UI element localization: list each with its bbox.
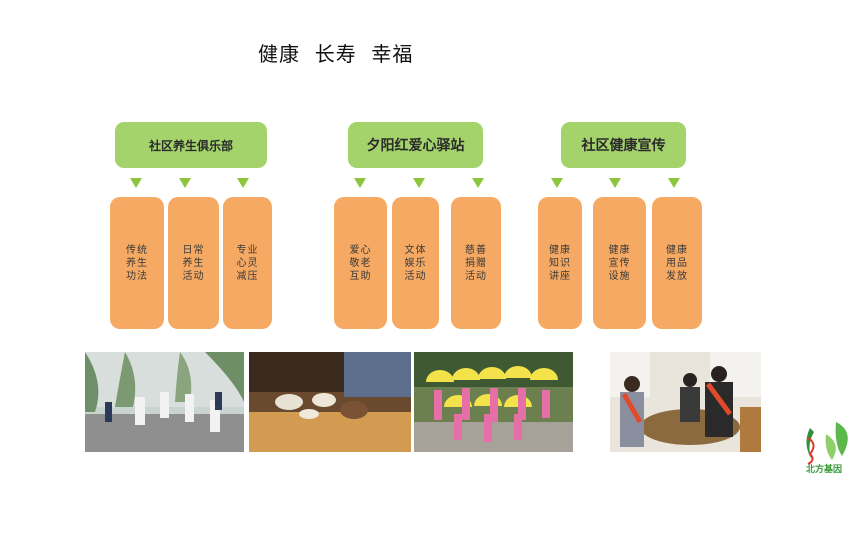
photo-tea (249, 352, 411, 452)
item-box: 传统养生功法 (110, 197, 164, 329)
arrow-down-icon (130, 178, 142, 188)
item-box: 文体娱乐活动 (392, 197, 439, 329)
item-label: 健康用品发放 (666, 244, 688, 282)
group-header-health-club: 社区养生俱乐部 (115, 122, 267, 168)
photo-fan-dance (414, 352, 573, 452)
item-label: 专业心灵减压 (236, 244, 259, 282)
page-title: 健康 长寿 幸福 (258, 42, 414, 66)
arrow-down-icon (354, 178, 366, 188)
arrow-down-icon (609, 178, 621, 188)
arrow-down-icon (413, 178, 425, 188)
group-header-health-promotion: 社区健康宣传 (561, 122, 686, 168)
brand-logo-text: 北方基因 (806, 465, 843, 475)
arrow-down-icon (668, 178, 680, 188)
arrow-down-icon (551, 178, 563, 188)
item-box: 健康用品发放 (652, 197, 702, 329)
arrow-down-icon (472, 178, 484, 188)
photo-taichi (85, 352, 244, 452)
item-label: 健康知识讲座 (549, 244, 571, 282)
arrow-down-icon (237, 178, 249, 188)
item-label: 文体娱乐活动 (404, 244, 427, 282)
item-label: 日常养生活动 (182, 244, 205, 282)
item-box: 健康知识讲座 (538, 197, 582, 329)
item-box: 慈善捐赠活动 (451, 197, 501, 329)
item-box: 健康宣传设施 (593, 197, 646, 329)
item-box: 日常养生活动 (168, 197, 219, 329)
photo-volunteers (610, 352, 761, 452)
brand-logo-icon (796, 414, 856, 478)
item-label: 爱心敬老互助 (349, 244, 372, 282)
group-header-sunset-station: 夕阳红爱心驿站 (348, 122, 483, 168)
item-label: 传统养生功法 (126, 244, 148, 282)
arrow-down-icon (179, 178, 191, 188)
item-label: 健康宣传设施 (608, 244, 631, 282)
item-label: 慈善捐赠活动 (465, 244, 487, 282)
item-box: 专业心灵减压 (223, 197, 272, 329)
item-box: 爱心敬老互助 (334, 197, 387, 329)
